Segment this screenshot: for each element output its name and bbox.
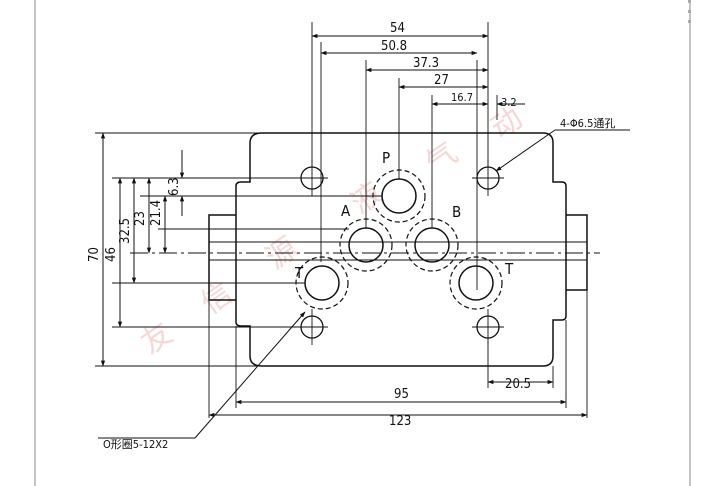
dim-label: 54 bbox=[390, 21, 405, 36]
port-label-t-left: T bbox=[294, 264, 304, 282]
port-bores bbox=[304, 178, 494, 301]
port-bore bbox=[348, 227, 384, 263]
dim-label: 3.2 bbox=[501, 96, 517, 109]
dim-label: 27 bbox=[434, 73, 449, 88]
oring-leader bbox=[98, 311, 306, 439]
dim-label: 50.8 bbox=[381, 39, 407, 54]
dim-label: 16.7 bbox=[451, 91, 473, 104]
dim-label: 20.5 bbox=[505, 377, 531, 392]
watermark-char: 气 bbox=[420, 136, 465, 182]
port-label-b: B bbox=[452, 203, 461, 221]
top-dimensions bbox=[311, 33, 525, 107]
port-bore bbox=[414, 227, 450, 263]
port-bore bbox=[458, 265, 494, 301]
port-label-p: P bbox=[382, 149, 390, 167]
port-label-a: A bbox=[341, 202, 351, 220]
dim-label: 123 bbox=[389, 414, 411, 429]
dim-label: 32.5 bbox=[118, 218, 133, 244]
port-bore bbox=[304, 265, 340, 301]
port-rings bbox=[295, 169, 503, 310]
watermark: 友 信 源 液 气 动 bbox=[135, 101, 530, 362]
dim-label: 6.3 bbox=[167, 177, 182, 196]
holes-callout: 4-Φ6.5通孔 bbox=[560, 117, 615, 130]
port-label-t-right: T bbox=[504, 260, 514, 278]
frame-dots bbox=[688, 0, 691, 23]
watermark-char: 友 bbox=[135, 316, 180, 362]
dim-label: 21.4 bbox=[149, 200, 164, 226]
port-bore bbox=[381, 178, 417, 214]
dim-label: 70 bbox=[87, 247, 102, 262]
dim-label: 23 bbox=[133, 211, 148, 226]
dim-label: 95 bbox=[394, 387, 409, 402]
left-dimensions bbox=[100, 132, 305, 367]
port-oring bbox=[449, 256, 503, 310]
oring-callout: O形圈5-12X2 bbox=[103, 438, 168, 451]
extension-lines-bottom bbox=[208, 290, 588, 418]
bottom-dimensions bbox=[208, 379, 588, 418]
dim-label: 46 bbox=[104, 247, 119, 262]
extension-lines-top bbox=[311, 22, 498, 290]
holes-leader bbox=[495, 129, 630, 172]
page-frame bbox=[34, 0, 691, 486]
dim-label: 37.3 bbox=[413, 56, 439, 71]
